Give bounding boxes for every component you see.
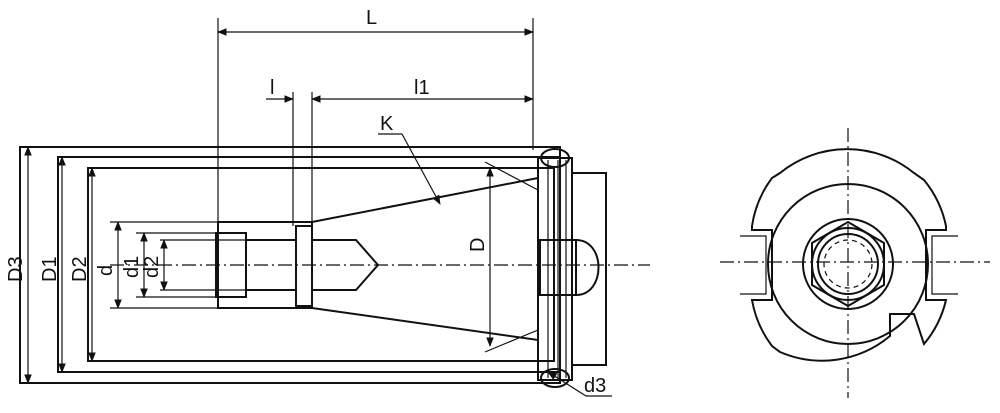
end-view	[720, 128, 990, 398]
outer-ring	[750, 148, 948, 362]
flange-nut	[537, 148, 607, 388]
dimension-d2: d2	[141, 239, 246, 291]
label-D1: D1	[39, 256, 61, 282]
dimension-L: L	[217, 7, 534, 225]
label-L: L	[366, 7, 377, 29]
leader-K: K	[378, 113, 441, 205]
label-K: K	[380, 113, 394, 135]
dimension-l: l	[266, 77, 534, 226]
side-view: L l l1 K D D3 D1	[5, 7, 650, 397]
label-d: d	[95, 265, 117, 276]
label-d3: d3	[584, 375, 606, 397]
dimension-l1: l1	[414, 77, 430, 99]
dimension-D2: D2	[69, 167, 96, 362]
leader-d3: d3	[547, 371, 612, 397]
tapered-cone	[311, 161, 539, 353]
bore-hidden-circle	[823, 239, 873, 289]
dimension-d: d	[95, 221, 218, 309]
dimension-D1: D1	[39, 156, 66, 373]
dimension-D: D	[467, 167, 494, 347]
label-D2: D2	[69, 256, 91, 282]
dimension-d1: d1	[121, 232, 216, 298]
label-D: D	[467, 238, 489, 252]
bore-outer-circle	[811, 227, 885, 301]
label-l: l	[270, 77, 274, 99]
label-d2: d2	[141, 256, 163, 278]
label-d1: d1	[121, 256, 143, 278]
dimension-D3: D3	[5, 146, 32, 384]
label-D3: D3	[5, 256, 27, 282]
label-l1: l1	[414, 77, 430, 99]
